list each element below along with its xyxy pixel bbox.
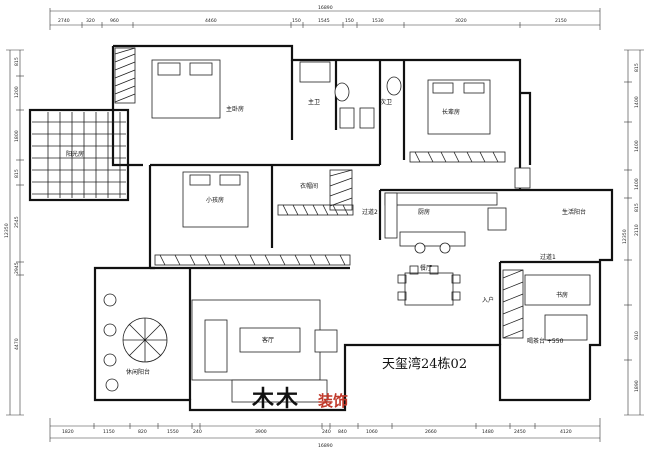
- dim-right-4: 1400: [634, 178, 640, 190]
- label-entrance: 入户: [482, 296, 494, 304]
- dim-right-overall: 12350: [622, 229, 628, 244]
- dim-bottom-10: 2660: [425, 429, 437, 435]
- dim-top-2: 320: [86, 18, 95, 24]
- dim-bottom-overall: 16890: [318, 443, 333, 449]
- coffee-table: [239, 327, 301, 353]
- toilet-icon: [386, 76, 402, 96]
- dim-top-4: 4460: [205, 18, 217, 24]
- beds: [151, 59, 491, 228]
- sofa: [204, 319, 228, 373]
- dim-right-3: 1400: [634, 140, 640, 152]
- left-dimension-lines: [6, 49, 24, 416]
- dim-bottom-7: 240: [322, 429, 331, 435]
- dim-top-overall: 16890: [318, 5, 333, 11]
- dim-top-6: 1545: [318, 18, 330, 24]
- label-sun-room: 阳光房: [66, 150, 84, 158]
- dim-top-1: 2740: [58, 18, 70, 24]
- label-kitchen: 厨房: [418, 208, 430, 216]
- dim-top-10: 2150: [555, 18, 567, 24]
- dim-bottom-11: 1480: [482, 429, 494, 435]
- label-master-bedroom: 主卧房: [226, 105, 244, 113]
- label-aisle-1: 过道1: [540, 253, 556, 261]
- room-labels: 主卧房 主卫 次卫 长辈房 阳光房 小孩房 衣帽间 过道2 厨房 生活阳台 过道…: [66, 98, 586, 376]
- dim-left-overall: 12350: [4, 223, 10, 238]
- label-living: 客厅: [262, 336, 274, 344]
- label-dining: 餐厅: [420, 264, 432, 272]
- label-study: 书房: [556, 291, 568, 299]
- dim-bottom-1: 1820: [62, 429, 74, 435]
- wardrobes: [114, 47, 524, 339]
- label-leisure-balcony: 休闲阳台: [126, 368, 150, 376]
- sink-icon: [339, 107, 355, 129]
- dim-bottom-2: 1150: [103, 429, 115, 435]
- dim-top-8: 1530: [372, 18, 384, 24]
- dim-top-7: 150: [345, 18, 354, 24]
- top-dimension-lines: [49, 8, 601, 30]
- walls: [28, 44, 614, 412]
- dim-bottom-5: 240: [193, 429, 202, 435]
- dim-bottom-8: 840: [338, 429, 347, 435]
- label-small-bedroom: 小孩房: [206, 196, 224, 204]
- tv-cabinet: [231, 379, 328, 403]
- dim-right-1: 815: [634, 63, 640, 72]
- label-guest-bath: 次卫: [380, 98, 392, 106]
- label-cloakroom: 衣帽间: [300, 182, 318, 190]
- bath-fixtures: [299, 61, 402, 129]
- dim-right-7: 910: [634, 331, 640, 340]
- dining-table: [397, 265, 461, 306]
- dimension-texts: 16890 2740 320 960 4460 150 1545 150 153…: [4, 5, 640, 449]
- dim-left-4: 815: [14, 169, 20, 178]
- dim-right-5: 815: [634, 203, 640, 212]
- living-furniture: [191, 299, 338, 403]
- dim-left-7: 4470: [14, 338, 20, 350]
- dim-bottom-4: 1550: [167, 429, 179, 435]
- dim-bottom-6: 3900: [255, 429, 267, 435]
- label-aisle-2: 过道2: [362, 208, 378, 216]
- dim-left-6: 2945: [14, 262, 20, 274]
- kitchen: [384, 167, 531, 254]
- dim-left-3: 1800: [14, 130, 20, 142]
- right-dimension-lines: [624, 49, 644, 416]
- dim-right-8: 1890: [634, 380, 640, 392]
- brand-logo: 木木 装饰: [251, 386, 348, 412]
- plan-title: 天玺湾24栋02: [382, 356, 467, 372]
- dim-bottom-9: 1060: [366, 429, 378, 435]
- brand-logo-text: 木木: [251, 386, 300, 412]
- bottom-dimension-lines: [49, 418, 601, 442]
- label-elder-room: 长辈房: [442, 108, 460, 116]
- dim-bottom-3: 820: [138, 429, 147, 435]
- dim-right-6: 2110: [634, 224, 640, 236]
- sun-room-tiles: [32, 112, 126, 198]
- plant-icon: [103, 293, 119, 392]
- umbrella-icon: [122, 317, 168, 363]
- dim-top-9: 3020: [455, 18, 467, 24]
- dim-left-2: 1200: [14, 86, 20, 98]
- dim-left-1: 815: [14, 57, 20, 66]
- study-furniture: [524, 274, 591, 341]
- label-master-bath: 主卫: [308, 98, 320, 106]
- dim-right-2: 1400: [634, 96, 640, 108]
- sink-icon: [359, 107, 375, 129]
- dim-bottom-12: 2450: [514, 429, 526, 435]
- dim-bottom-13: 4120: [560, 429, 572, 435]
- label-utility-balcony: 生活阳台: [562, 208, 586, 216]
- label-tea-table: 喝茶台 +550: [527, 337, 564, 345]
- dim-left-5: 2545: [14, 216, 20, 228]
- dim-top-3: 960: [110, 18, 119, 24]
- toilet-icon: [334, 82, 350, 102]
- brand-suffix: 装饰: [317, 392, 348, 410]
- dim-top-5: 150: [292, 18, 301, 24]
